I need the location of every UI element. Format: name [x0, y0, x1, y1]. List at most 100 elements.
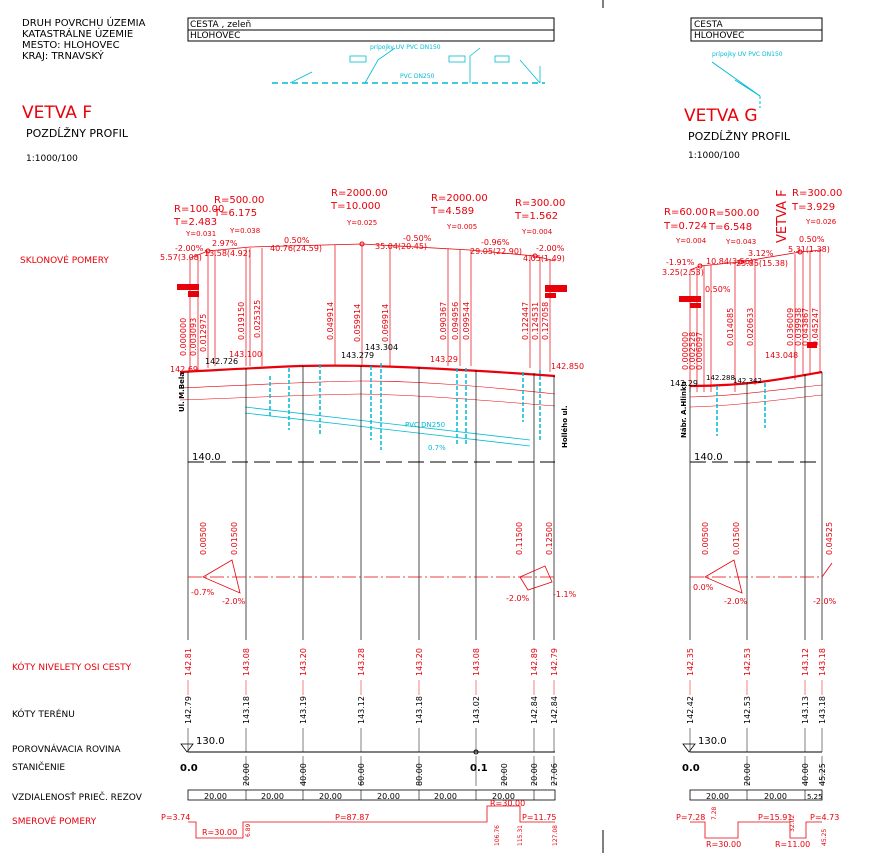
utility-verticals [269, 363, 541, 450]
slope-pct: 0.50% [799, 235, 825, 244]
comparison-level-marker [682, 743, 696, 753]
grade-value: 0.025325 [253, 300, 262, 338]
curve-radius: R=60.00 [664, 207, 708, 218]
page-title: VETVA F [22, 103, 92, 123]
curve-radius: R=300.00 [515, 198, 565, 209]
grade-value: 0.000000 [179, 318, 188, 356]
situation-node [494, 55, 510, 63]
slope-len: 10.84(3.56) [706, 257, 753, 266]
niveleta-row: 142.81 143.08 143.20 143.28 143.20 143.0… [184, 648, 559, 676]
distance-value: 20.00 [261, 792, 284, 801]
distance-value: 20.00 [706, 792, 729, 801]
direction-label: 32.02 [789, 815, 796, 832]
grade-value: 0.122447 [521, 302, 530, 340]
street-label: Nábr. A.Hlinku [680, 381, 688, 438]
curve-radius: R=2000.00 [431, 193, 488, 204]
direction-label: 106.76 [494, 825, 501, 846]
header-block: DRUH POVRCHU ÚZEMIA KATASTRÁLNE ÚZEMIE M… [22, 0, 823, 853]
profile-f: R=100.00 T=2.483 Y=0.031 R=500.00 T=6.17… [160, 188, 584, 846]
scale-label: 1:1000/100 [26, 154, 78, 164]
slope-len: 29.05(22.90) [470, 247, 522, 256]
station-value: 27.06 [550, 763, 559, 786]
teren-value: 142.84 [530, 696, 539, 724]
niveleta-value: 142.81 [184, 648, 193, 676]
elevation-label: 143.279 [341, 351, 374, 360]
situation-node [349, 55, 367, 63]
grade-value: 0.036009 [786, 308, 795, 346]
curve-y: Y=0.004 [521, 228, 553, 236]
direction-label: 115.31 [517, 825, 524, 846]
direction-label: R=11.00 [775, 840, 810, 849]
curve-tangent: T=6.175 [213, 208, 257, 219]
curve-tangent: T=2.483 [173, 217, 217, 228]
situation-node [448, 55, 466, 63]
grade-value: 0.069914 [381, 304, 390, 342]
f-header-box-row2 [187, 29, 555, 42]
header-label: KATASTRÁLNE ÚZEMIE [22, 27, 133, 40]
direction-line [188, 805, 555, 839]
row-label-niveleta: KÓTY NIVELETY OSI CESTY [12, 661, 132, 673]
crossfall-pct: -1.1% [553, 590, 577, 599]
teren-value: 142.79 [184, 696, 193, 724]
crossfall-value: 0.12500 [545, 522, 554, 555]
pipe-line [244, 412, 531, 447]
scale-label: 1:1000/100 [688, 151, 740, 161]
direction-label: P=3.74 [161, 813, 190, 822]
situation-sketch-g: prípojky UV PVC DN150 [711, 51, 783, 108]
grade-lines [189, 245, 551, 372]
situation-label: prípojky UV PVC DN150 [712, 51, 783, 58]
station-verticals [689, 372, 823, 640]
terrain-line-lower [179, 393, 556, 407]
niveleta-value: 142.35 [686, 648, 695, 676]
grade-value: 0.059914 [353, 304, 362, 342]
distance-value: 20.00 [319, 792, 342, 801]
crossfall-pct: 0.0% [693, 583, 714, 592]
niveleta-value: 143.20 [415, 648, 424, 676]
edge-marker [545, 285, 567, 292]
distance-row-box [689, 789, 823, 801]
grade-value: 0.124531 [531, 302, 540, 340]
curve-radius: R=2000.00 [331, 188, 388, 199]
grade-value: 0.019150 [237, 302, 246, 340]
slope-len: 3.25(2.53) [662, 268, 704, 277]
terrain-line-lower [689, 394, 823, 408]
grade-value: 0.043867 [801, 308, 810, 346]
station-value: 80.00 [415, 763, 424, 786]
row-label-vzdial: VZDIALENOSŤ PRIEČ. REZOV [12, 791, 143, 803]
row-label-teren: KÓTY TERÉNU [12, 708, 75, 720]
crossfall-pct: -2.0% [222, 597, 246, 606]
teren-row: 142.79 143.18 143.19 143.12 143.18 143.0… [184, 696, 559, 724]
curve-radius: R=100.00 [174, 204, 224, 215]
niveleta-value: 142.79 [550, 648, 559, 676]
row-label-porovn: POROVNÁVACIA ROVINA [12, 743, 121, 755]
station-value: 20.00 [743, 763, 752, 786]
crossfall-value: 0.00500 [701, 522, 710, 555]
crossfall-pct: -2.0% [506, 594, 530, 603]
direction-label: P=11.75 [522, 813, 556, 822]
curve-y: Y=0.026 [805, 218, 837, 226]
edge-marker [177, 284, 199, 290]
crossfall-pct: -2.0% [813, 597, 837, 606]
situation-pipe-label: PVC DN250 [400, 73, 435, 80]
grade-value: 0.090367 [439, 302, 448, 340]
niveleta-value: 143.08 [472, 648, 481, 676]
curve-radius: R=500.00 [214, 195, 264, 206]
f-header-box-text: HLOHOVEC [190, 31, 240, 41]
teren-value: 143.12 [357, 696, 366, 724]
elevation-label: 142.342 [733, 377, 762, 385]
curve-y: Y=0.005 [446, 223, 477, 231]
slope-pct: 0.50% [705, 285, 731, 294]
km-start: 0.0 [682, 763, 700, 774]
teren-value: 142.42 [686, 696, 695, 724]
page-title: VETVA G [684, 106, 758, 126]
terrain-line [689, 384, 823, 398]
g-header-box-text: CESTA [694, 20, 723, 30]
subtitle: POZDĹŽNY PROFIL [26, 127, 129, 140]
crossfall-value: 0.01500 [230, 522, 239, 555]
pipe-label: PVC DN250 [405, 421, 445, 429]
niveleta-value: 143.08 [242, 648, 251, 676]
distance-value: 20.00 [377, 792, 400, 801]
station-value: 40.00 [299, 763, 308, 786]
distance-row-box [187, 789, 556, 801]
edge-marker [188, 291, 199, 297]
